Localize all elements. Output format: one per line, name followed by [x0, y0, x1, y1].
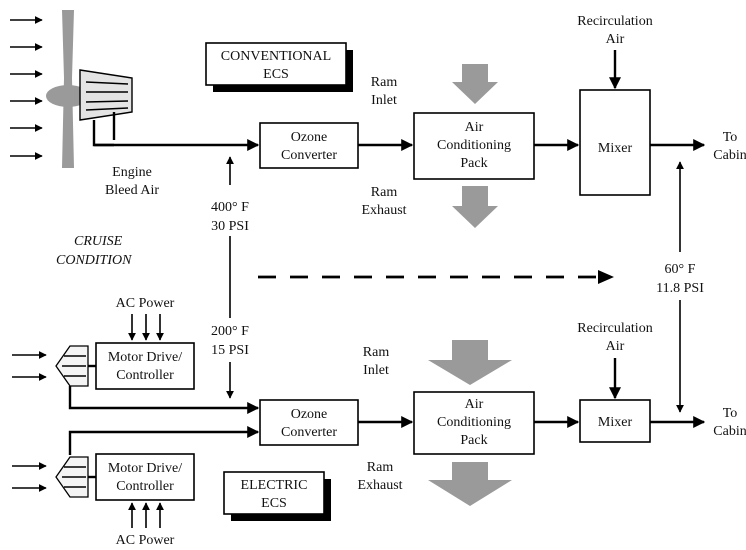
bottom-press-label: 15 PSI [211, 343, 249, 358]
cabin-temp-label: 60° F [665, 262, 696, 277]
compressor-icon [12, 345, 89, 387]
bottom-compressor2-line [68, 426, 260, 455]
top-ram-inlet-arrow [452, 64, 498, 104]
electric-tag-line1: ELECTRIC [241, 478, 308, 493]
motor-bottom-label-2: Controller [116, 479, 174, 494]
top-pack-label-3: Pack [460, 156, 487, 171]
conventional-tag-line1: CONVENTIONAL [221, 49, 331, 64]
electric-tag-line2: ECS [261, 496, 287, 511]
top-recirc-label-2: Air [606, 32, 625, 47]
bottom-ram-exhaust-label-2: Exhaust [357, 478, 402, 493]
bottom-to-cabin-label-1: To [723, 406, 738, 421]
bottom-pack-label-2: Conditioning [437, 415, 511, 430]
ac-power-top-label: AC Power [116, 296, 175, 311]
top-recirc-label-1: Recirculation [577, 14, 652, 29]
bottom-pack-label-3: Pack [460, 433, 487, 448]
bottom-temp-label: 200° F [211, 324, 249, 339]
bottom-mixer-label: Mixer [598, 415, 633, 430]
bottom-ozone-label-2: Converter [281, 425, 337, 440]
cruise-label-2: CONDITION [56, 253, 132, 268]
top-to-cabin-label-2: Cabin [713, 148, 746, 163]
top-press-label: 30 PSI [211, 219, 249, 234]
motor-top-label-1: Motor Drive/ [108, 350, 182, 365]
top-ozone-label-2: Converter [281, 148, 337, 163]
top-bleed-line [92, 139, 260, 151]
top-to-cabin-label-1: To [723, 130, 738, 145]
top-mixer-label: Mixer [598, 141, 633, 156]
cruise-label-1: CRUISE [74, 234, 123, 249]
top-temp-label: 400° F [211, 200, 249, 215]
bottom-ram-exhaust-arrow [428, 462, 512, 506]
top-ram-inlet-label-2: Inlet [371, 93, 397, 108]
engine-icon [10, 10, 133, 168]
motor-top-label-2: Controller [116, 368, 174, 383]
motor-bottom-label-1: Motor Drive/ [108, 461, 182, 476]
bottom-ram-exhaust-label-1: Ram [367, 460, 394, 475]
conventional-tag-line2: ECS [263, 67, 289, 82]
bottom-mixer [579, 399, 651, 443]
engine-bleed-label-1: Engine [112, 165, 152, 180]
top-ozone-converter [259, 122, 359, 169]
top-ram-exhaust-label-2: Exhaust [361, 203, 406, 218]
bottom-ram-inlet-label-1: Ram [363, 345, 390, 360]
engine-bleed-label-2: Bleed Air [105, 183, 159, 198]
top-ozone-label-1: Ozone [291, 130, 328, 145]
top-air-conditioning-pack [413, 112, 535, 180]
top-ram-exhaust-label-1: Ram [371, 185, 398, 200]
bottom-ram-inlet-arrow [428, 340, 512, 385]
top-mixer [579, 89, 651, 196]
bottom-recirc-label-1: Recirculation [577, 321, 652, 336]
bottom-pack-label-1: Air [465, 397, 484, 412]
cruise-dashed-arrowhead [598, 270, 614, 284]
electric-tag [223, 471, 325, 515]
top-pack-label-1: Air [465, 120, 484, 135]
top-pack-label-2: Conditioning [437, 138, 511, 153]
bottom-to-cabin-label-2: Cabin [713, 424, 746, 439]
ac-power-bottom-label: AC Power [116, 533, 175, 548]
cabin-press-label: 11.8 PSI [656, 281, 704, 296]
top-ram-exhaust-arrow [452, 186, 498, 228]
bottom-compressor1-line [68, 386, 260, 414]
motor-drive-controller-top [95, 342, 195, 390]
bottom-ozone-converter [259, 399, 359, 446]
bottom-ozone-label-1: Ozone [291, 407, 328, 422]
bottom-ram-inlet-label-2: Inlet [363, 363, 389, 378]
top-ram-inlet-label-1: Ram [371, 75, 398, 90]
compressor-icon [12, 456, 89, 498]
motor-drive-controller-bottom [95, 453, 195, 501]
bottom-recirc-label-2: Air [606, 339, 625, 354]
conventional-tag [205, 42, 347, 86]
